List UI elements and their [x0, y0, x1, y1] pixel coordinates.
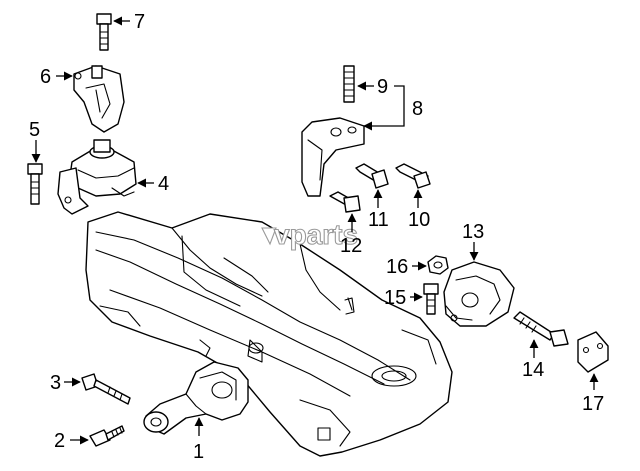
callout-9: 9	[377, 76, 388, 98]
part-7-bolt	[96, 13, 112, 51]
callout-2: 2	[54, 430, 65, 452]
callout-labels: 1 2 3 4 5 6 7 8 9 10 11 12 13 14 15 16 1…	[29, 11, 604, 463]
part-10-bolt	[395, 163, 431, 189]
callout-13: 13	[462, 221, 484, 243]
part-11-bolt	[355, 163, 389, 189]
part-1-torque-rod-mount	[143, 361, 249, 435]
callout-12: 12	[340, 235, 362, 257]
part-9-stud	[343, 65, 355, 103]
part-12-bolt	[329, 191, 361, 213]
part-4-engine-mount	[57, 139, 137, 215]
part-14-bolt	[513, 311, 569, 347]
callout-11: 11	[368, 209, 389, 231]
callout-6: 6	[40, 66, 51, 88]
part-5-bolt	[27, 163, 43, 205]
callout-5: 5	[29, 119, 40, 141]
watermark-text: vparts	[274, 219, 358, 250]
part-2-bolt	[89, 425, 125, 447]
part-3-bolt	[81, 373, 131, 405]
leader-lines	[31, 16, 599, 445]
callout-17: 17	[582, 393, 604, 415]
subframe-crossmember	[85, 211, 453, 457]
part-8-bracket	[301, 117, 365, 197]
part-17-plate	[577, 331, 609, 373]
part-13-transmission-mount	[443, 261, 515, 327]
callout-1: 1	[193, 441, 204, 463]
part-6-bracket	[73, 65, 125, 133]
callout-4: 4	[158, 173, 169, 195]
watermark-logo: vparts	[261, 218, 359, 251]
callout-14: 14	[522, 359, 544, 381]
callout-8: 8	[412, 98, 423, 120]
part-15-bolt	[423, 283, 439, 315]
callout-16: 16	[386, 256, 408, 278]
part-16-nut	[427, 255, 449, 275]
callout-10: 10	[408, 209, 430, 231]
callout-7: 7	[134, 11, 145, 33]
callout-15: 15	[384, 287, 406, 309]
callout-3: 3	[50, 372, 61, 394]
